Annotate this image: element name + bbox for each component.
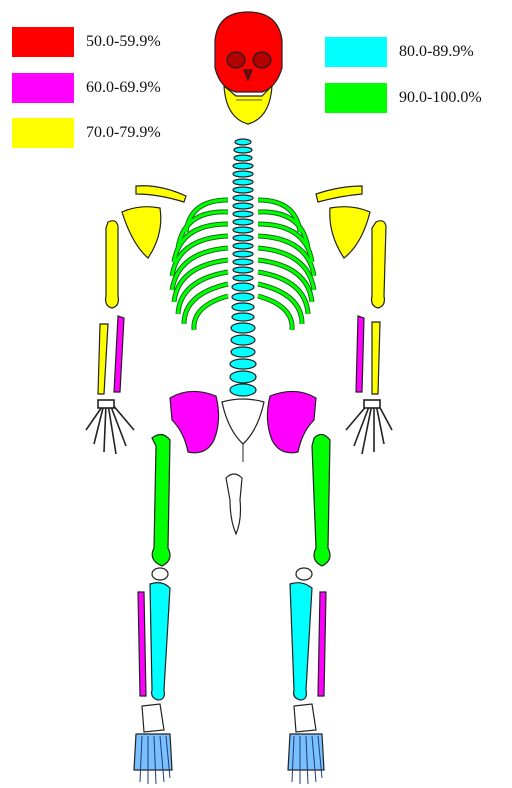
skull <box>215 12 282 92</box>
sacrum <box>222 399 264 462</box>
femur <box>152 434 330 566</box>
tarsals <box>142 704 316 732</box>
spine <box>230 139 256 396</box>
coccyx <box>226 474 242 534</box>
tibia <box>150 583 312 700</box>
hand-right <box>346 400 392 454</box>
patella <box>152 568 312 580</box>
hand-left <box>86 400 134 454</box>
